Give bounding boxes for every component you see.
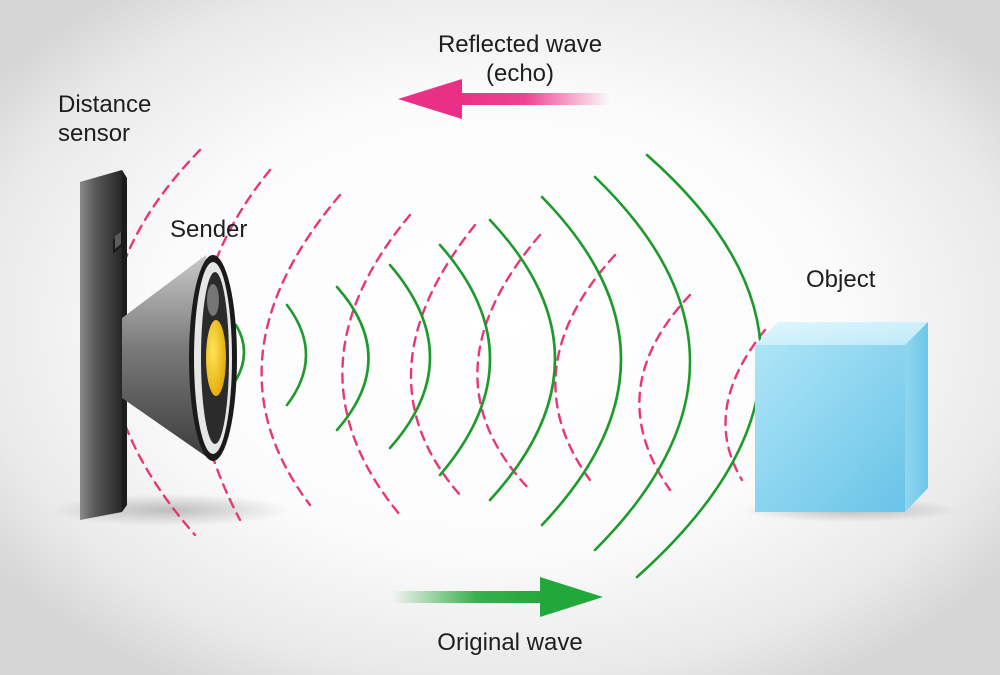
original-wave-arc	[488, 218, 557, 502]
sender-label: Sender	[170, 216, 248, 243]
original-wave-arc	[285, 303, 308, 407]
reflected-wave-arc	[554, 253, 617, 482]
distance-sensor-label-line1: Distance	[58, 91, 152, 118]
reflected-wave-label-line2: (echo)	[485, 60, 555, 87]
object-label: Object	[806, 266, 876, 293]
reflected-wave-arc	[638, 293, 692, 492]
reflected-wave-label-line1: Reflected wave	[437, 31, 603, 58]
original-wave-arc	[635, 153, 763, 579]
reflected-wave-arc	[341, 213, 412, 517]
distance-sensor-label-line2: sensor	[58, 120, 131, 147]
original-wave-arc	[593, 175, 692, 552]
reflected-wave-arc	[409, 223, 477, 497]
original-waves	[234, 153, 763, 579]
original-wave-arc	[438, 243, 492, 477]
original-wave-arc	[234, 323, 246, 382]
original-wave-arc	[540, 195, 623, 527]
speaker-icon	[122, 255, 237, 462]
original-wave-arrow	[392, 577, 603, 617]
distance-sensor-icon	[80, 170, 127, 520]
reflected-wave-arrow	[398, 79, 610, 119]
original-wave-label: Original wave	[437, 629, 583, 656]
distance-sensor-label: Distance sensor	[58, 90, 151, 148]
reflected-wave-arc	[260, 193, 342, 507]
original-wave-arc	[388, 263, 432, 450]
original-wave-arc	[335, 285, 370, 432]
cube-icon	[755, 322, 928, 512]
reflected-wave-arc	[476, 233, 542, 492]
reflected-wave-label: Reflected wave (echo)	[400, 30, 640, 88]
